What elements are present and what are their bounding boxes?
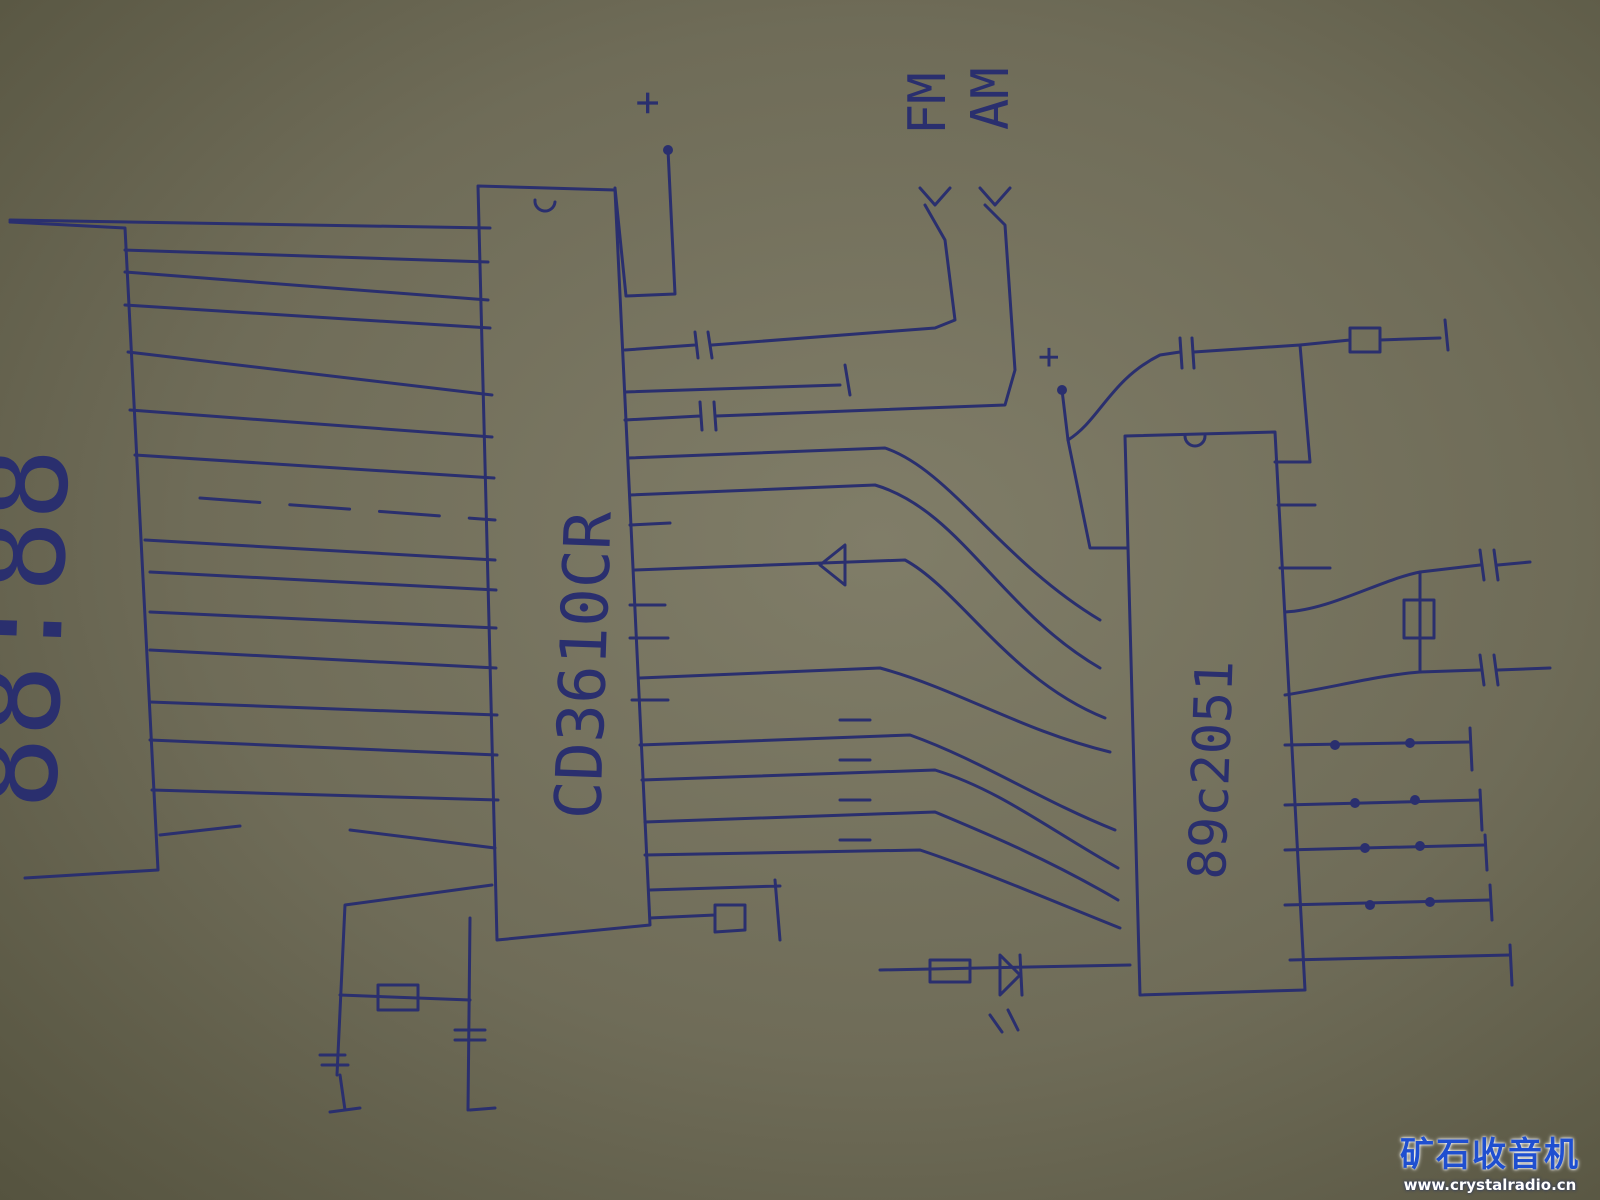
display-label: 88:88 [0,445,97,811]
led-display: 88:88 [0,220,160,880]
watermark: 矿石收音机 www.crystalradio.cn [1400,1127,1580,1194]
supply-plus-label-2: + [1028,346,1069,368]
watermark-url: www.crystalradio.cn [1403,1176,1577,1194]
band-am-label: AM [961,67,1021,130]
ic-89c2051: 89c2051 [1123,430,1307,997]
display-bus [8,218,500,850]
watermark-logo: 矿石收音机 [1400,1135,1580,1175]
mcu-crystal [1283,548,1552,697]
mcu-led [878,953,1132,1034]
cd3610cr-supply: + [613,91,677,298]
band-fm-label: FM [898,72,958,135]
mcu-buttons [1283,726,1514,987]
ic-89c2051-label: 89c2051 [1178,659,1246,880]
oscillator-left [318,883,497,1114]
mcu-supply: + [1028,318,1450,570]
band-switch: FM AM [898,67,1021,207]
ic-cd3610cr: CD3610CR [476,184,652,942]
supply-plus-label-1: + [624,91,670,115]
ic-cd3610cr-label: CD3610CR [542,509,627,820]
cd3610cr-right-pins [623,203,1122,942]
